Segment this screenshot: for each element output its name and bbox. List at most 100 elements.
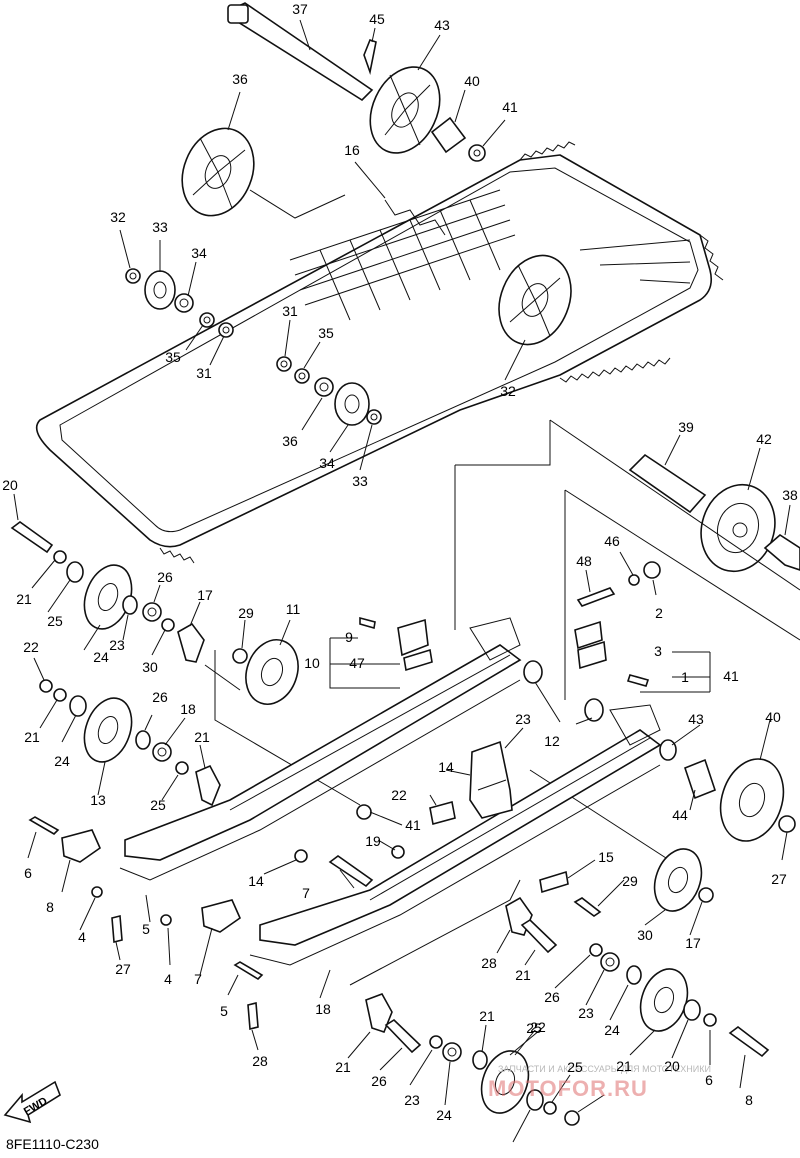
callout-21: 21 [24, 729, 40, 745]
collar-40-right [684, 758, 716, 800]
callout-27: 27 [115, 961, 131, 977]
callout-48: 48 [576, 553, 592, 569]
nut-27-upper [391, 845, 405, 859]
watermark-line1: ЗАПЧАСТИ И АКСЕССУАРЫ ДЛЯ МОТОТЕХНИКИ [498, 1064, 711, 1074]
callout-25: 25 [567, 1059, 583, 1075]
callout-41: 41 [723, 668, 739, 684]
idler-wheel-24-left-b [83, 697, 133, 763]
washer-26-left-b [152, 742, 172, 762]
callout-13: 13 [90, 792, 106, 808]
callout-40: 40 [464, 73, 480, 89]
washer-21-left-c [53, 688, 67, 702]
washer-41-mid-a [523, 660, 543, 684]
callout-23: 23 [515, 711, 531, 727]
washer-21-right-a [589, 943, 603, 957]
diagram-code: 8FE1110-C230 [6, 1136, 99, 1152]
callout-8: 8 [46, 899, 54, 915]
idler-wheel-29-upper [245, 639, 299, 705]
nut-27-lower [294, 849, 308, 863]
collar-23-bottom [472, 1050, 488, 1070]
bolt-7-right [233, 961, 264, 981]
callout-7: 7 [302, 885, 310, 901]
bolt-20-left [10, 521, 54, 554]
callout-44: 44 [672, 807, 688, 823]
callout-22: 22 [23, 639, 39, 655]
callout-46: 46 [604, 533, 620, 549]
callout-23: 23 [578, 1005, 594, 1021]
collar-40-top [430, 116, 467, 154]
watermark-line2: MOTOFOR.RU [488, 1076, 648, 1101]
callout-38: 38 [782, 487, 798, 503]
callout-16: 16 [344, 142, 360, 158]
leader-lines [13, 19, 791, 1143]
washer-26-bottom [442, 1042, 462, 1062]
callout-40: 40 [765, 709, 781, 725]
callout-20: 20 [2, 477, 18, 493]
callout-21: 21 [515, 967, 531, 983]
plate-14-right [539, 870, 569, 894]
callout-5: 5 [220, 1003, 228, 1019]
callout-5: 5 [142, 921, 150, 937]
callout-23: 23 [109, 637, 125, 653]
fwd-label: FWD [22, 1095, 50, 1118]
idler-wheel-29-right [653, 848, 703, 912]
idler-wheel-42 [700, 483, 776, 573]
fwd-arrow: FWD [3, 1080, 61, 1124]
callout-29: 29 [238, 605, 254, 621]
bracket-17-left [177, 622, 205, 663]
washer-21-left-b [161, 618, 175, 632]
callout-21: 21 [16, 591, 32, 607]
callout-26: 26 [544, 989, 560, 1005]
callout-4: 4 [164, 971, 172, 987]
callout-25: 25 [150, 797, 166, 813]
callout-34: 34 [319, 455, 335, 471]
washer-21-right-b [703, 1013, 717, 1027]
bolt-28-upper [520, 918, 558, 954]
callout-25: 25 [47, 613, 63, 629]
callout-26: 26 [157, 569, 173, 585]
callout-33: 33 [152, 219, 168, 235]
callout-4: 4 [78, 929, 86, 945]
washer-41-mid-b [584, 698, 604, 722]
callout-36: 36 [232, 71, 248, 87]
callout-22: 22 [530, 1019, 546, 1035]
collar-38 [763, 534, 800, 571]
callout-20: 20 [664, 1058, 680, 1074]
slide-rail-4-left [119, 617, 522, 881]
idler-wheel-43-top [369, 66, 441, 154]
callout-26: 26 [152, 689, 168, 705]
callout-45: 45 [369, 11, 385, 27]
washer-8-right [160, 914, 172, 926]
callout-21: 21 [479, 1008, 495, 1024]
bearing-set-left [125, 268, 234, 338]
callout-47: 47 [349, 655, 365, 671]
callout-21: 21 [194, 729, 210, 745]
callout-21: 21 [335, 1059, 351, 1075]
callout-6: 6 [24, 865, 32, 881]
callout-30: 30 [637, 927, 653, 943]
callout-7: 7 [194, 971, 202, 987]
callout-30: 30 [142, 659, 158, 675]
nut-22-left [39, 679, 53, 693]
screw-5-left [111, 914, 123, 944]
callout-28: 28 [252, 1053, 268, 1069]
bushing-25-left-b [69, 695, 87, 717]
callout-34: 34 [191, 245, 207, 261]
shoe-6-right [201, 899, 241, 933]
idler-wheel-43-right [719, 758, 785, 842]
callout-24: 24 [54, 753, 70, 769]
callout-21: 21 [616, 1058, 632, 1074]
washer-21-bottom-a [429, 1035, 443, 1049]
callout-24: 24 [604, 1022, 620, 1038]
plate-14-left [429, 800, 456, 826]
callout-19: 19 [365, 833, 381, 849]
callout-24: 24 [93, 649, 109, 665]
idler-wheel-24-bottom [480, 1050, 530, 1114]
washer-30-upper [232, 648, 248, 664]
bearing-set-center [276, 356, 382, 426]
washer-8-left [91, 886, 103, 898]
callout-1: 1 [681, 669, 689, 685]
callout-8: 8 [745, 1092, 753, 1108]
watermark: ЗАПЧАСТИ И АКСЕССУАРЫ ДЛЯ МОТОТЕХНИКИ MO… [488, 1064, 711, 1101]
